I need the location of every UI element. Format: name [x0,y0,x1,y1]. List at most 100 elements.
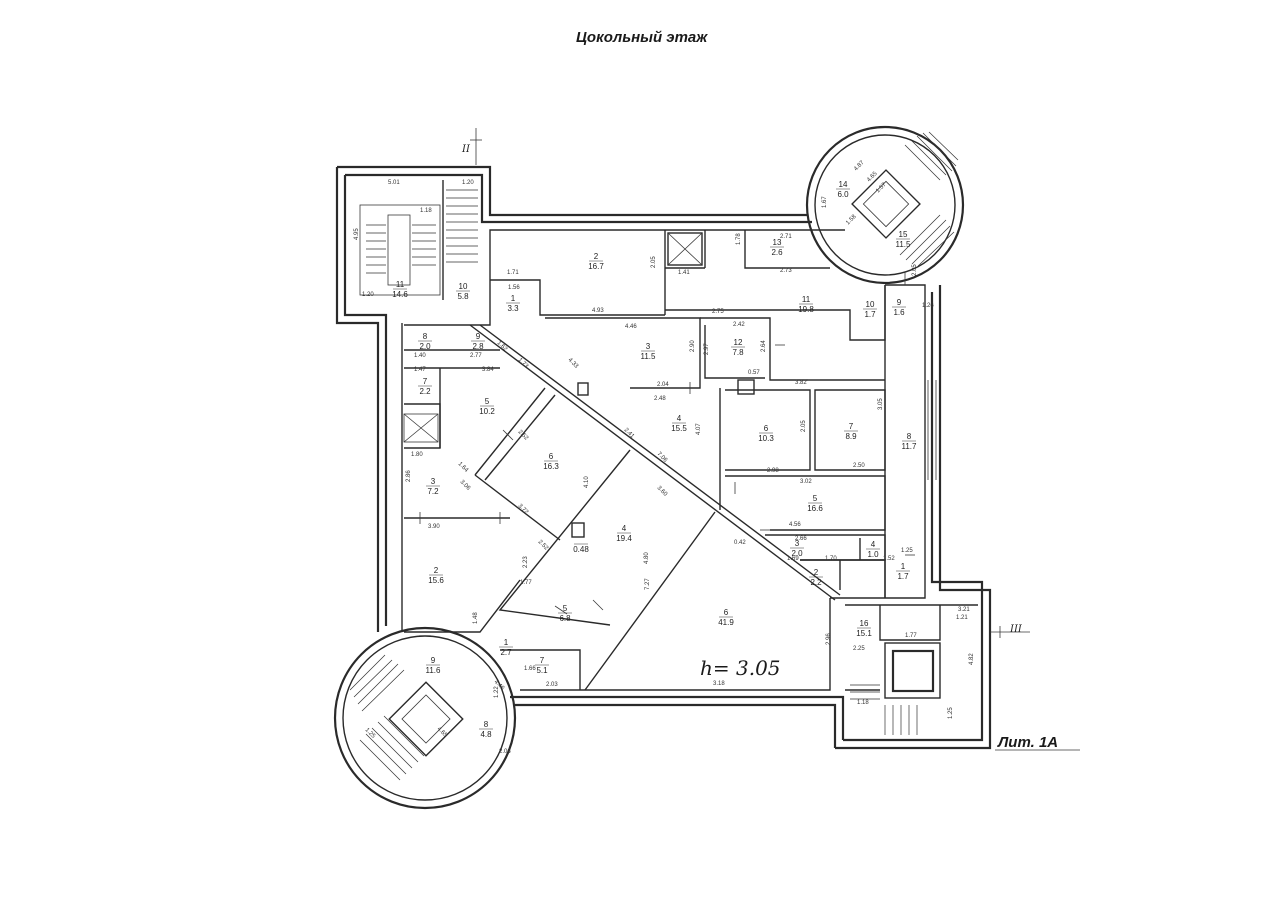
room-small-048: 0.48 [573,543,589,554]
room-number: 10 [459,282,468,291]
room-area: 2.2 [419,387,431,396]
room-n5-bottom: 56.8 [558,604,572,623]
dimension-label: 2.75 [712,309,724,315]
room-n7-right: 78.9 [844,422,858,441]
room-number: 11 [802,295,811,304]
dimension-label: 2.52 [537,539,550,552]
dimension-label: 1.21 [956,615,968,621]
dimension-label: 3.21 [958,607,970,613]
dimension-label: 4.07 [696,423,702,435]
room-number: 6 [764,424,769,433]
dimension-label: 1.67 [822,196,828,208]
dimension-label: 2.48 [654,396,666,402]
room-number: 1 [504,638,509,647]
room-number: 1 [511,294,516,303]
room-number: 11 [396,280,405,289]
room-n6-center: 610.3 [758,424,774,443]
room-number: 4 [622,524,627,533]
room-area: 15.6 [428,576,444,585]
room-number: 2 [434,566,439,575]
room-area: 2.6 [771,248,783,257]
room-area: 16.3 [543,462,559,471]
room-area: 11.6 [426,666,442,675]
room-area: 16.7 [588,262,604,271]
room-area: 8.9 [845,432,857,441]
dimension-label: 1.70 [825,556,837,562]
dimension-label: 3.82 [795,380,807,386]
room-n3-small: 32.0 [790,539,804,558]
room-area: 7.2 [427,487,439,496]
dimension-label: 4.65 [866,170,879,183]
room-n13: 132.6 [770,238,784,257]
dimension-label: 1.57 [875,181,888,194]
room-number: 6 [724,608,729,617]
room-area: 10.3 [758,434,774,443]
room-area: 4.8 [480,730,492,739]
room-area: 6.0 [837,190,849,199]
room-number: 5 [563,604,568,613]
room-number: 8 [423,332,428,341]
room-n9-right: 91.6 [892,298,906,317]
room-number: 3 [646,342,651,351]
room-n6-diag: 616.3 [543,452,559,471]
dimension-label: 1.47 [414,367,426,373]
room-number: 1 [901,562,906,571]
room-area: 15.5 [671,424,687,433]
dimension-label: 1.18 [857,700,869,706]
room-n4-center: 415.5 [671,414,687,433]
dimension-label: 2.03 [546,682,558,688]
dimension-label: 4.93 [592,308,604,314]
room-number: 5 [813,494,818,503]
room-area: 14.6 [392,290,408,299]
stair-top-left [359,180,478,300]
room-number: 7 [849,422,854,431]
dimension-label: 0.42 [734,540,746,546]
room-n9-bottom: 911.6 [426,656,442,675]
room-n14: 146.0 [836,180,850,199]
room-area: 5.8 [457,292,469,301]
dimension-label: 2.71 [780,234,792,240]
room-area: 2.2 [810,578,822,587]
dimension-label: 3.18 [713,681,725,687]
room-area: 16.6 [807,504,823,513]
dimension-label: 1.80 [411,452,423,458]
room-area: 10.2 [479,407,495,416]
dimension-label: 0.57 [748,370,760,376]
room-area: 3.3 [507,304,519,313]
dimension-label: 1.22 [494,686,500,698]
room-number: 9 [897,298,902,307]
room-area: 15.1 [856,629,872,638]
room-area: 1.0 [867,550,879,559]
dimension-label: 2.04 [657,382,669,388]
dimension-label: 4.95 [354,228,360,240]
room-n1-top: 13.3 [506,294,520,313]
dimension-label: 3.06 [459,479,472,492]
dimension-label: 2.90 [690,340,696,352]
room-number: 7 [540,656,545,665]
room-n8-bottom: 84.8 [479,720,493,739]
dimension-label: 1.69 [787,556,799,562]
dimension-label: 3.84 [482,367,494,373]
door-marks [419,272,915,615]
axis-mark-top: II [461,128,482,165]
dimension-label: 3.72 [517,503,530,516]
room-n8-right: 811.7 [902,432,918,451]
dimension-label: 2.77 [470,353,482,359]
dimension-label: 1.77 [520,580,532,586]
room-number: 13 [773,238,782,247]
dimension-label: 2.73 [780,268,792,274]
dimension-label: 4.82 [969,653,975,665]
room-area: 19.4 [616,534,632,543]
room-number: 6 [549,452,554,461]
room-number: 9 [431,656,436,665]
dimension-label: 4.56 [789,522,801,528]
room-n1-small: 11.7 [896,562,910,581]
room-n5-left: 510.2 [479,397,495,416]
dimension-label: 1.20 [362,292,374,298]
room-number: 2 [814,568,819,577]
room-area: 1.6 [893,308,905,317]
interior-walls [403,230,978,691]
dimension-label: 2.86 [406,470,412,482]
